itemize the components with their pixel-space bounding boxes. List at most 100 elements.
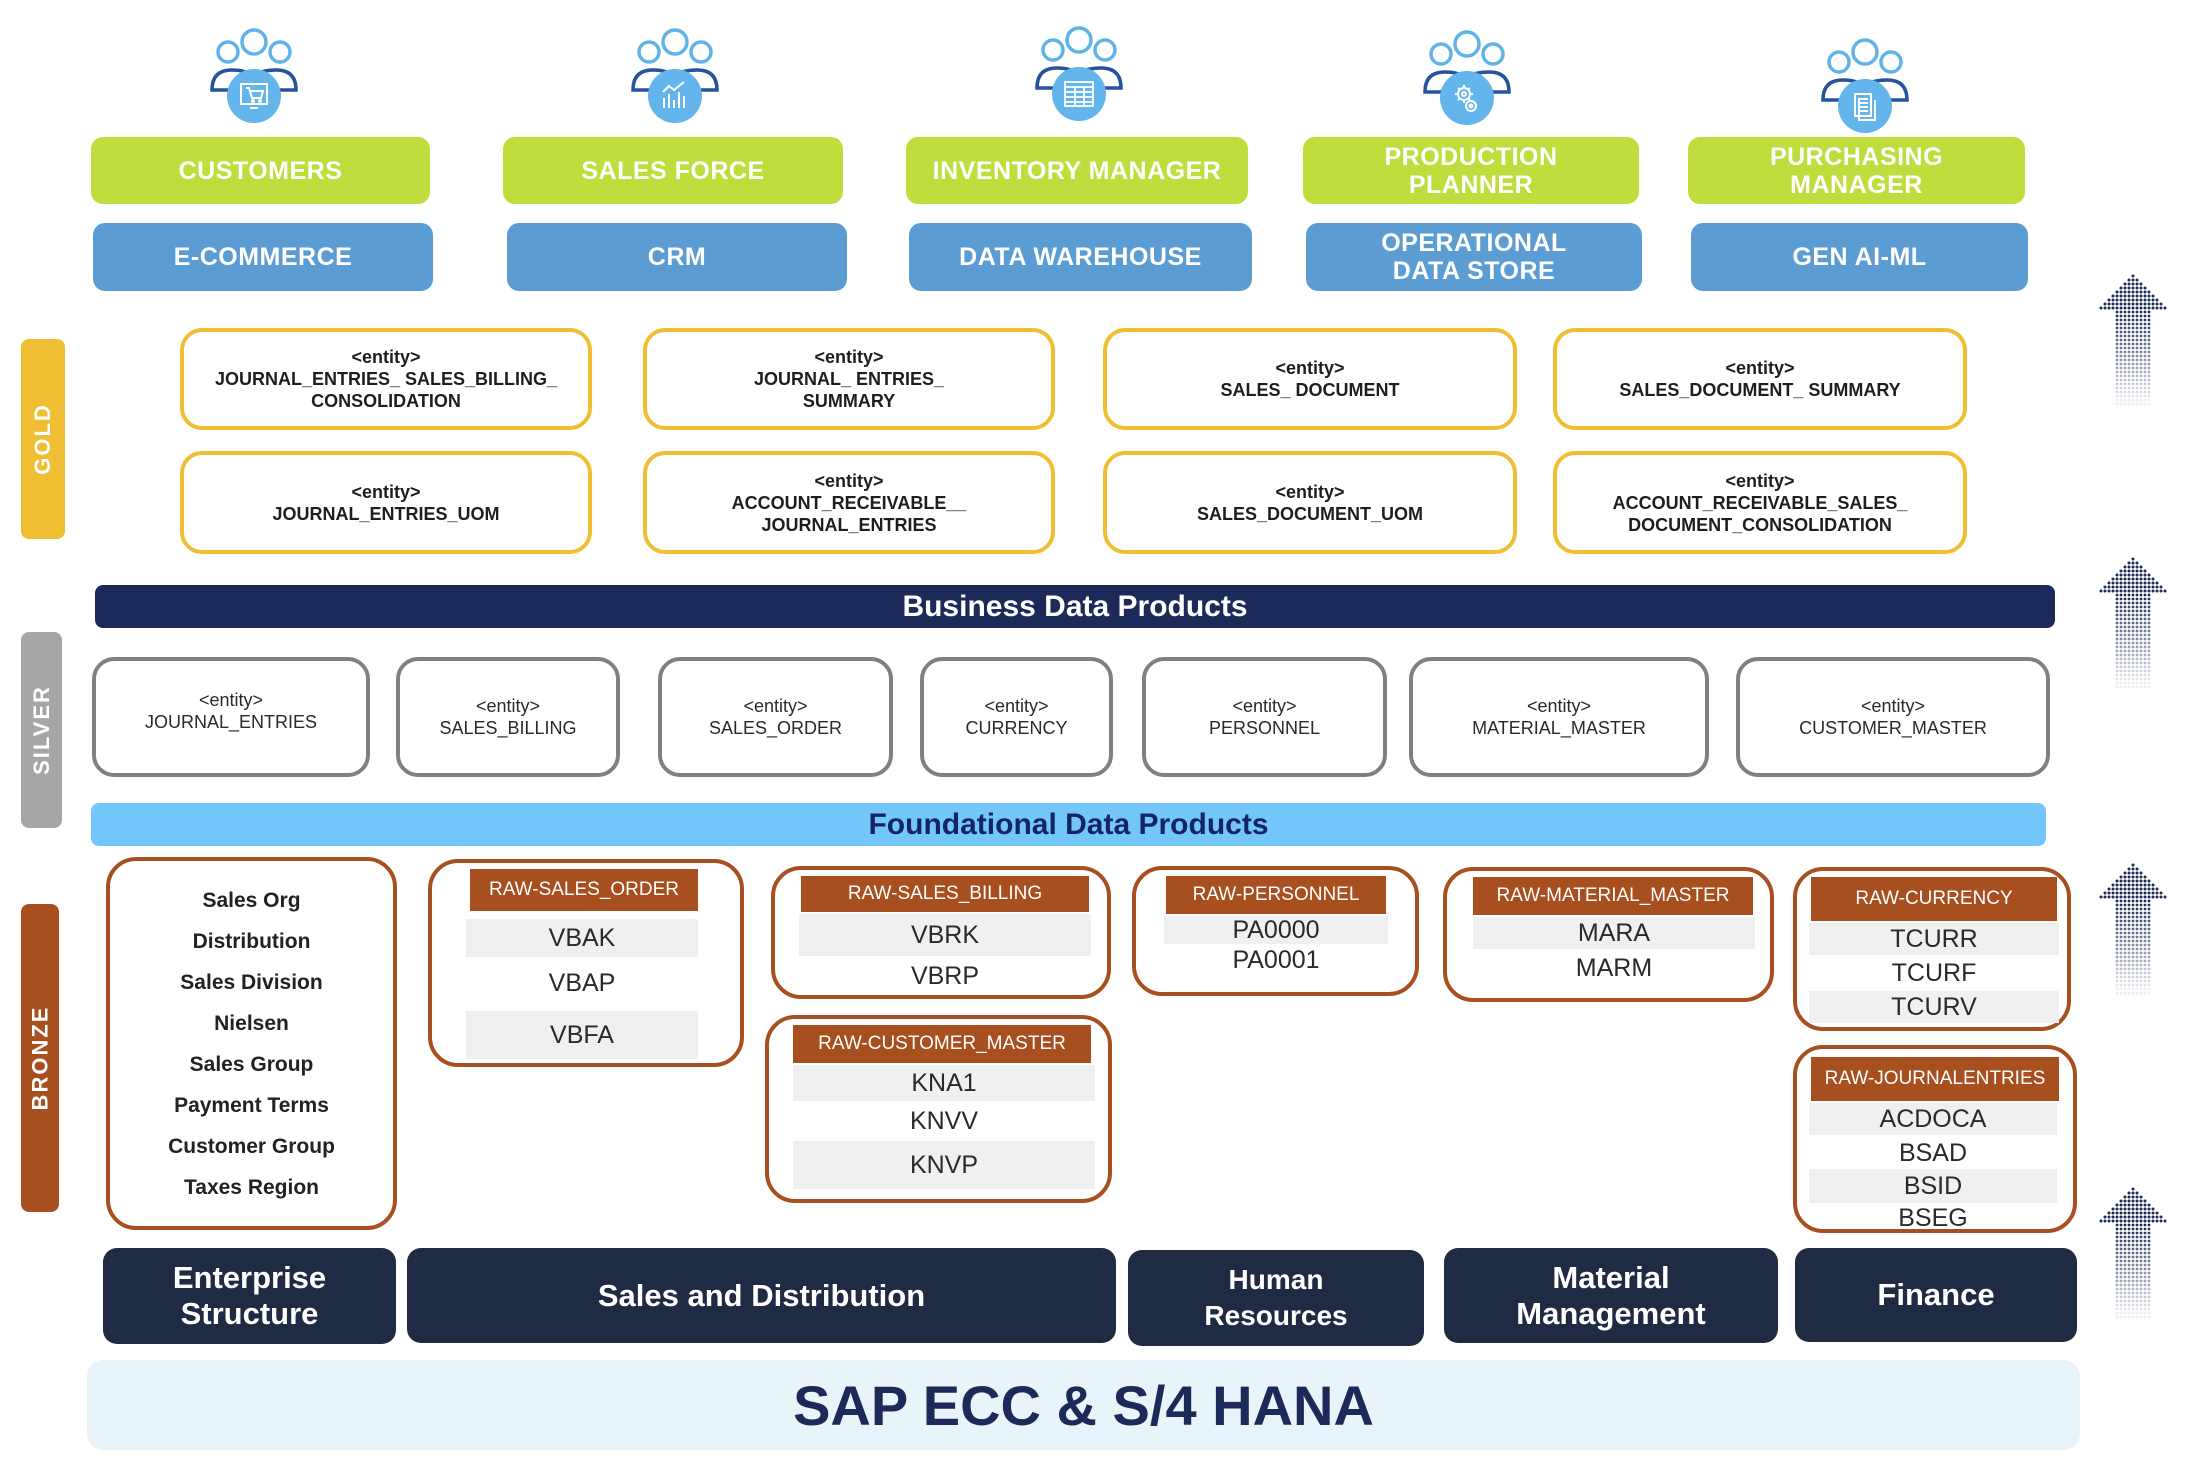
raw-journal-entries-box[interactable]: RAW-JOURNALENTRIES ACDOCA BSAD BSID BSEG: [1793, 1045, 2077, 1233]
list-item: Nielsen: [214, 1011, 289, 1035]
entity-tag: <entity>: [1275, 358, 1345, 378]
gold-entity-box[interactable]: <entity>JOURNAL_ENTRIES_UOM: [180, 451, 592, 554]
silver-entity-box[interactable]: <entity>PERSONNEL: [1142, 657, 1387, 777]
entity-tag: <entity>: [1725, 470, 1795, 491]
system-label: CRM: [647, 243, 707, 271]
persona-label: INVENTORY MANAGER: [932, 156, 1222, 185]
silver-entity-box[interactable]: <entity>SALES_BILLING: [396, 657, 620, 777]
raw-material-master-box[interactable]: RAW-MATERIAL_MASTER MARA MARM: [1443, 867, 1774, 1002]
silver-entity-box[interactable]: <entity>CUSTOMER_MASTER: [1736, 657, 2050, 777]
gold-entity-box[interactable]: <entity>SALES_DOCUMENT_UOM: [1103, 451, 1517, 554]
persona-customers[interactable]: CUSTOMERS: [91, 137, 430, 204]
persona-inventory-manager[interactable]: INVENTORY MANAGER: [906, 137, 1248, 204]
module-sales-and-distribution[interactable]: Sales and Distribution: [407, 1248, 1116, 1343]
entity-tag: <entity>: [1860, 696, 1926, 716]
entity-name: SALES_DOCUMENT_UOM: [1196, 503, 1424, 524]
list-item: Distribution: [192, 929, 311, 953]
entity-name: SALES_DOCUMENT_ SUMMARY: [1619, 380, 1901, 400]
raw-table-row: VBFA: [466, 1011, 698, 1059]
raw-sales-billing-box[interactable]: RAW-SALES_BILLING VBRK VBRP: [771, 866, 1111, 999]
raw-personnel-box[interactable]: RAW-PERSONNEL PA0000 PA0001: [1132, 866, 1419, 996]
list-item: Taxes Region: [184, 1175, 319, 1199]
entity-tag: <entity>: [351, 347, 421, 367]
system-gen-ai-ml[interactable]: GEN AI-ML: [1691, 223, 2028, 291]
sap-source-system-bar: SAP ECC & S/4 HANA: [87, 1360, 2080, 1450]
system-crm[interactable]: CRM: [507, 223, 847, 291]
raw-currency-box[interactable]: RAW-CURRENCY TCURR TCURF TCURV: [1793, 867, 2071, 1031]
entity-name: CUSTOMER_MASTER: [1799, 718, 1987, 738]
entity-tag: <entity>: [351, 481, 421, 502]
entity-tag: <entity>: [814, 347, 884, 367]
gold-entity-box[interactable]: <entity>ACCOUNT_RECEIVABLE_SALES_ DOCUME…: [1553, 451, 1967, 554]
entity-name: JOURNAL_ENTRIES: [144, 712, 318, 732]
entity-tag: <entity>: [1725, 358, 1795, 378]
module-finance[interactable]: Finance: [1795, 1248, 2077, 1342]
module-label: Sales and Distribution: [597, 1277, 926, 1313]
persona-label: CUSTOMERS: [178, 156, 343, 185]
gold-entity-box[interactable]: <entity>SALES_DOCUMENT_ SUMMARY: [1553, 328, 1967, 430]
system-label: DATA WAREHOUSE: [959, 243, 1202, 271]
system-e-commerce[interactable]: E-COMMERCE: [93, 223, 433, 291]
module-material-management[interactable]: Material Management: [1444, 1248, 1778, 1343]
entity-name: ACCOUNT_RECEIVABLE_SALES_ DOCUMENT_CONSO…: [1612, 492, 1908, 535]
raw-table-header: RAW-JOURNALENTRIES: [1811, 1057, 2059, 1101]
raw-sales-order-box[interactable]: RAW-SALES_ORDER VBAK VBAP VBFA: [428, 859, 744, 1067]
entity-name: JOURNAL_ ENTRIES_ SUMMARY: [753, 369, 945, 411]
bronze-layer-label: BRONZE: [21, 904, 59, 1212]
silver-entity-box[interactable]: <entity>CURRENCY: [920, 657, 1113, 777]
entity-name: SALES_BILLING: [439, 718, 577, 738]
raw-customer-master-box[interactable]: RAW-CUSTOMER_MASTER KNA1 KNVV KNVP: [765, 1015, 1112, 1203]
list-item: Sales Org: [202, 888, 301, 912]
entity-name: ACCOUNT_RECEIVABLE__ JOURNAL_ENTRIES: [731, 492, 967, 535]
foundational-data-products-band: Foundational Data Products: [91, 803, 2046, 846]
module-label: Finance: [1877, 1277, 1995, 1312]
gold-entity-box[interactable]: <entity>JOURNAL_ENTRIES_ SALES_BILLING_ …: [180, 328, 592, 430]
entity-tag: <entity>: [475, 696, 541, 716]
entity-name: SALES_ORDER: [708, 718, 843, 738]
arrow-up-icon: [2099, 1187, 2167, 1319]
entity-tag: <entity>: [1275, 481, 1345, 502]
arrow-up-icon: [2099, 863, 2167, 995]
raw-table-row: TCURR: [1809, 923, 2059, 955]
raw-table-row: ACDOCA: [1809, 1103, 2057, 1135]
raw-table-row: BSEG: [1898, 1203, 1968, 1232]
raw-table-header: RAW-SALES_ORDER: [470, 869, 698, 911]
system-label: E-COMMERCE: [173, 243, 353, 271]
persona-production-planner[interactable]: PRODUCTION PLANNER: [1303, 137, 1639, 204]
silver-entity-box[interactable]: <entity>JOURNAL_ENTRIES: [92, 657, 370, 777]
sales-force-group-icon: [631, 28, 719, 123]
entity-tag: <entity>: [984, 696, 1049, 716]
raw-table-row: VBRK: [799, 914, 1091, 956]
raw-table-row: MARM: [1575, 953, 1653, 982]
gold-entity-box[interactable]: <entity>ACCOUNT_RECEIVABLE__ JOURNAL_ENT…: [643, 451, 1055, 554]
module-label: Material Management: [1516, 1259, 1706, 1331]
silver-entity-box[interactable]: <entity>MATERIAL_MASTER: [1409, 657, 1709, 777]
entity-tag: <entity>: [1526, 696, 1592, 716]
silver-layer-label: SILVER: [21, 632, 62, 828]
system-data-warehouse[interactable]: DATA WAREHOUSE: [909, 223, 1252, 291]
entity-name: CURRENCY: [965, 718, 1068, 738]
raw-table-header: RAW-MATERIAL_MASTER: [1473, 877, 1753, 915]
gold-entity-box[interactable]: <entity>JOURNAL_ ENTRIES_ SUMMARY: [643, 328, 1055, 430]
raw-table-row: TCURF: [1891, 958, 1977, 987]
system-operational-data-store[interactable]: OPERATIONAL DATA STORE: [1306, 223, 1642, 291]
module-enterprise-structure[interactable]: Enterprise Structure: [103, 1248, 396, 1344]
raw-table-row: BSID: [1809, 1169, 2057, 1203]
persona-sales-force[interactable]: SALES FORCE: [503, 137, 843, 204]
raw-table-row: KNVV: [909, 1106, 979, 1135]
entity-name: JOURNAL_ENTRIES_UOM: [272, 503, 500, 524]
raw-table-row: KNA1: [793, 1065, 1095, 1101]
raw-table-row: VBAP: [548, 968, 616, 997]
raw-table-row: KNVP: [793, 1141, 1095, 1189]
entity-name: PERSONNEL: [1208, 718, 1321, 738]
raw-table-row: BSAD: [1898, 1138, 1968, 1167]
silver-entity-box[interactable]: <entity>SALES_ORDER: [658, 657, 893, 777]
system-label: OPERATIONAL DATA STORE: [1381, 229, 1567, 285]
production-planner-group-icon: [1423, 30, 1511, 125]
gold-entity-box[interactable]: <entity>SALES_ DOCUMENT: [1103, 328, 1517, 430]
module-human-resources[interactable]: Human Resources: [1128, 1250, 1424, 1346]
persona-purchasing-manager[interactable]: PURCHASING MANAGER: [1688, 137, 2025, 204]
entity-name: SALES_ DOCUMENT: [1220, 380, 1400, 400]
list-item: Payment Terms: [174, 1093, 329, 1117]
persona-label: PRODUCTION PLANNER: [1384, 142, 1558, 199]
